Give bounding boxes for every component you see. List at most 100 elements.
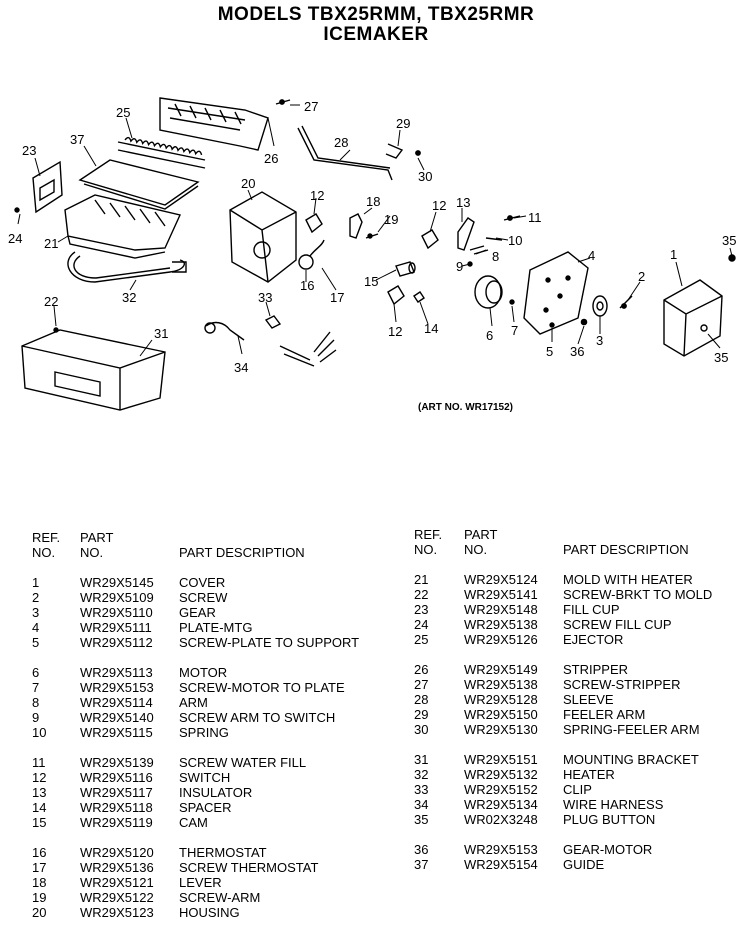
part-number: WR29X5153 (80, 680, 154, 695)
part-number: WR29X5111 (80, 620, 152, 635)
part-number: WR29X5117 (80, 785, 153, 800)
callout-1: 1 (670, 247, 677, 262)
art-number: (ART NO. WR17152) (418, 402, 514, 413)
callout-17: 17 (330, 290, 344, 305)
callout-4: 4 (588, 248, 595, 263)
part-insulator (457, 217, 475, 251)
callout-32: 32 (122, 290, 136, 305)
part-screw-brkt-to-mold (53, 327, 59, 333)
part-description: MOLD WITH HEATER (563, 572, 693, 587)
part-description: LEVER (179, 875, 222, 890)
callout-33: 33 (258, 290, 272, 305)
ref-no: 5 (32, 635, 40, 650)
callout-21: 21 (44, 236, 58, 251)
ref-no: 14 (32, 800, 47, 815)
part-screw-stripper (275, 99, 291, 105)
ref-no: 19 (32, 890, 47, 905)
part-number: WR29X5123 (80, 905, 154, 920)
ref-no: 36 (414, 842, 429, 857)
callout-34: 34 (234, 360, 248, 375)
ref-no: 13 (32, 785, 47, 800)
ref-no: 17 (32, 860, 47, 875)
part-number: WR29X5151 (464, 752, 538, 767)
callout-3: 3 (596, 333, 603, 348)
callout-26: 26 (264, 151, 278, 166)
part-number: WR29X5140 (80, 710, 154, 725)
callout-12a: 12 (310, 188, 324, 203)
part-description: ARM (179, 695, 208, 710)
part-number: WR29X5126 (464, 632, 538, 647)
callout-24: 24 (8, 231, 22, 246)
part-gear (592, 295, 608, 317)
callout-7: 7 (511, 323, 518, 338)
part-description: SPRING-FEELER ARM (563, 722, 700, 737)
part-description: SCREW FILL CUP (563, 617, 672, 632)
callout-15: 15 (364, 274, 378, 289)
part-description: SCREW-BRKT TO MOLD (563, 587, 713, 602)
part-spring (485, 237, 503, 241)
part-motor (474, 275, 503, 309)
part-number: WR29X5114 (80, 695, 153, 710)
ref-no: 27 (414, 677, 429, 692)
part-description: FEELER ARM (563, 707, 646, 722)
part-screw-water-fill (503, 215, 521, 221)
ref-no: 26 (414, 662, 429, 677)
part-housing (229, 191, 297, 283)
part-wire-harness (204, 321, 337, 367)
callout-29: 29 (396, 116, 410, 131)
ref-no: 22 (414, 587, 429, 602)
part-number: WR29X5112 (80, 635, 153, 650)
part-number: WR29X5139 (80, 755, 154, 770)
part-number: WR29X5124 (464, 572, 538, 587)
callout-35a: 35 (722, 233, 736, 248)
part-number: WR29X5118 (80, 800, 153, 815)
part-number: WR29X5145 (80, 575, 154, 590)
part-stripper (159, 97, 269, 151)
part-guide (78, 159, 200, 210)
part-number: WR29X5148 (464, 602, 538, 617)
ref-no: 20 (32, 905, 47, 920)
ref-no: 34 (414, 797, 429, 812)
callout-9: 9 (456, 259, 463, 274)
part-description: CAM (179, 815, 208, 830)
part-description: PLATE-MTG (179, 620, 253, 635)
part-screw-motor-to-plate (509, 299, 515, 305)
part-description: MOTOR (179, 665, 228, 680)
part-gear-motor (580, 318, 588, 326)
ref-no: 10 (32, 725, 47, 740)
part-lever (349, 213, 363, 239)
callout-12c: 12 (388, 324, 402, 339)
part-number: WR29X5153 (464, 842, 538, 857)
ref-no: 1 (32, 575, 40, 590)
part-cam (395, 261, 416, 277)
part-number: WR29X5110 (80, 605, 153, 620)
part-description: GEAR (179, 605, 216, 620)
callout-37: 37 (70, 132, 84, 147)
ref-no: 9 (32, 710, 40, 725)
part-number: WR29X5152 (464, 782, 538, 797)
callout-35b: 35 (714, 350, 728, 365)
callout-25: 25 (116, 105, 130, 120)
callout-13: 13 (456, 195, 470, 210)
ref-no: 3 (32, 605, 40, 620)
part-number: WR29X5138 (464, 617, 538, 632)
